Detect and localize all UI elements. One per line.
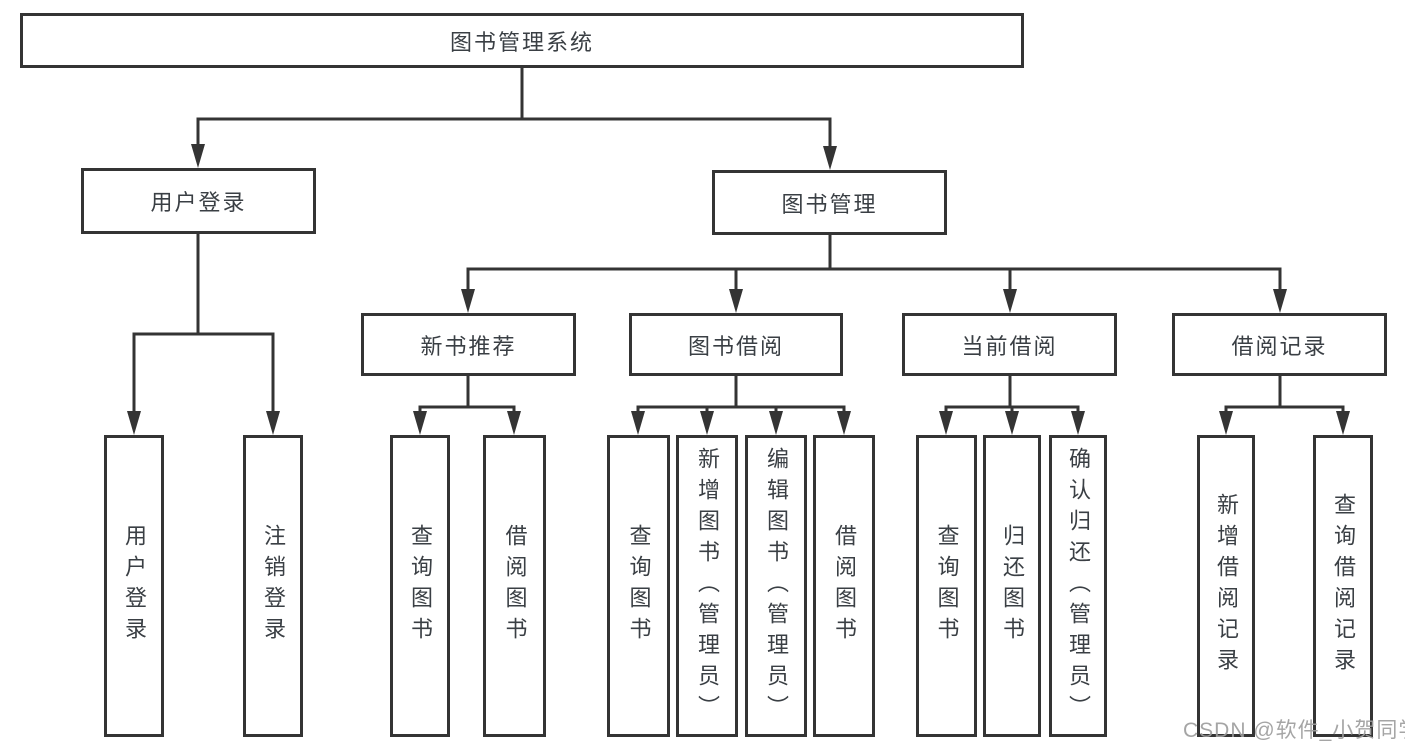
leaf-add-book-admin-label: 新增图书（管理员） [695, 446, 720, 726]
leaf-logout-label: 注销登录 [261, 524, 286, 648]
node-current-borrow: 当前借阅 [902, 313, 1117, 376]
node-root-system-label: 图书管理系统 [449, 29, 594, 55]
leaf-return-book-label: 归还图书 [1000, 524, 1025, 648]
leaf-add-borrow-record-label: 新增借阅记录 [1214, 493, 1239, 679]
leaf-logout: 注销登录 [243, 435, 303, 737]
leaf-recommend-query-book-label: 查询图书 [408, 524, 433, 648]
leaf-borrow-query-book: 查询图书 [607, 435, 670, 737]
node-new-book-recommend: 新书推荐 [361, 313, 576, 376]
leaf-user-login-label: 用户登录 [122, 524, 147, 648]
node-user-login: 用户登录 [81, 168, 316, 234]
node-new-book-recommend-label: 新书推荐 [420, 333, 517, 359]
leaf-borrow-book-label: 借阅图书 [832, 524, 857, 648]
leaf-query-borrow-record-label: 查询借阅记录 [1331, 493, 1356, 679]
csdn-watermark: CSDN @软件_小贺同学 [1183, 719, 1405, 742]
leaf-return-book: 归还图书 [983, 435, 1041, 737]
leaf-current-query-book-label: 查询图书 [934, 524, 960, 648]
leaf-add-book-admin: 新增图书（管理员） [676, 435, 738, 737]
node-book-management: 图书管理 [712, 170, 947, 235]
node-current-borrow-label: 当前借阅 [961, 333, 1058, 359]
leaf-confirm-return-admin-label: 确认归还（管理员） [1066, 446, 1091, 726]
leaf-recommend-query-book: 查询图书 [390, 435, 450, 737]
leaf-recommend-borrow-book-label: 借阅图书 [502, 524, 528, 648]
leaf-borrow-book: 借阅图书 [813, 435, 875, 737]
node-book-borrow: 图书借阅 [629, 313, 843, 376]
node-book-management-label: 图书管理 [781, 191, 878, 217]
leaf-borrow-query-book-label: 查询图书 [626, 524, 652, 648]
leaf-current-query-book: 查询图书 [916, 435, 977, 737]
leaf-edit-book-admin-label: 编辑图书（管理员） [764, 446, 789, 726]
node-user-login-label: 用户登录 [150, 190, 247, 215]
node-book-borrow-label: 图书借阅 [687, 333, 784, 359]
node-borrow-record: 借阅记录 [1172, 313, 1387, 376]
leaf-user-login: 用户登录 [104, 435, 164, 737]
leaf-edit-book-admin: 编辑图书（管理员） [745, 435, 807, 737]
leaf-recommend-borrow-book: 借阅图书 [483, 435, 546, 737]
node-root-system: 图书管理系统 [20, 13, 1024, 68]
leaf-query-borrow-record: 查询借阅记录 [1313, 435, 1373, 737]
node-borrow-record-label: 借阅记录 [1231, 333, 1328, 359]
leaf-add-borrow-record: 新增借阅记录 [1197, 435, 1255, 737]
leaf-confirm-return-admin: 确认归还（管理员） [1049, 435, 1107, 737]
